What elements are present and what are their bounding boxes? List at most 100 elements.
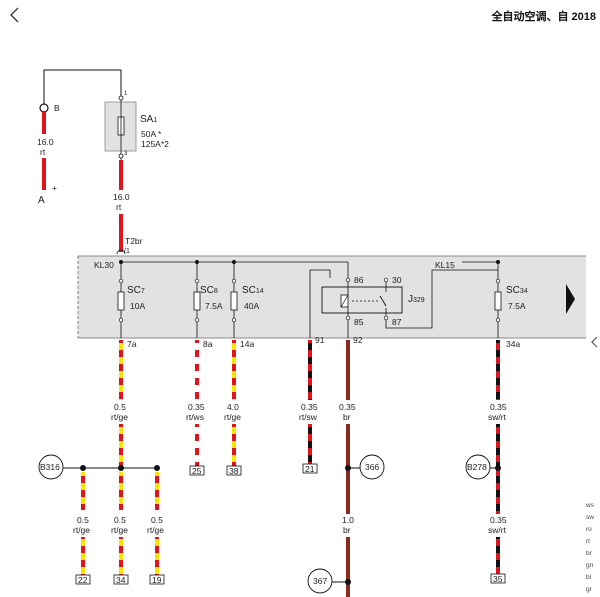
pin-91: 91 (315, 335, 325, 345)
relay-switch-contact (379, 295, 387, 307)
wire-b3-size: 0.5 (151, 515, 163, 525)
terminal-34 (113, 574, 129, 585)
wire-8a (195, 340, 199, 400)
wire-7a-lower (119, 424, 123, 468)
pin-7a: 7a (127, 339, 137, 349)
wire-b4-color: br (343, 525, 351, 535)
fuse-sa1-rating1: 50A * (141, 129, 162, 139)
wire-8a-color: rt/ws (186, 412, 204, 422)
node-366-circle (359, 454, 385, 480)
sc8-pin-bottom (194, 317, 200, 323)
color-legend: ws sw ro rt br gn bl gr (586, 500, 600, 596)
terminal-34-label: 34 (116, 575, 126, 585)
fuse-sa1-pin3: 3 (124, 151, 128, 157)
middle-wires: 0.5 rt/ge 0.35 rt/ws 4.0 rt/ge 0.35 rt/s… (111, 340, 507, 514)
wire-92 (346, 340, 350, 400)
fuse-sa1-pin1: 1 (124, 91, 128, 97)
wire-91-lower (308, 424, 312, 464)
wire-b3 (155, 472, 159, 510)
relay-pin85 (345, 315, 351, 321)
t2br-pin: /1 (124, 248, 130, 255)
node-366-label: 366 (365, 462, 379, 472)
chevron-left-icon (10, 7, 19, 23)
kl30-label: KL30 (94, 260, 114, 270)
relay-loop-91 (309, 269, 331, 338)
node-367-junction (345, 579, 351, 585)
relay-pin87-label: 87 (392, 317, 402, 327)
relay-87-line (385, 269, 498, 329)
relay-pin30-label: 30 (392, 275, 402, 285)
wire-34a-size: 0.35 (490, 402, 507, 412)
splice-junction (154, 465, 160, 471)
wire-b1 (81, 472, 85, 510)
page-title: 全自动空调、自 2018 (491, 11, 596, 23)
splice-b316: B316 0.5 rt/ge 22 0.5 rt/ge 34 0.5 rt/ge… (38, 454, 165, 585)
terminal-21-label: 21 (305, 464, 315, 474)
wire-14a-color: rt/ge (224, 412, 241, 422)
terminal-35 (490, 573, 506, 584)
next-page-arrow-icon[interactable] (566, 284, 575, 314)
relay-pin30 (383, 277, 389, 283)
top-bar: 全自动空调、自 2018 (0, 0, 600, 32)
terminal-25 (189, 465, 205, 476)
node-367-label: 367 (313, 576, 327, 586)
feed-wire-black (43, 69, 122, 104)
sc8-symbol (193, 291, 201, 311)
terminal-38 (226, 465, 242, 476)
sc14-rating: 40A (244, 301, 259, 311)
sc34-name: SC34 (506, 285, 528, 296)
wire-b-color: rt (40, 147, 46, 157)
wire-b5-size: 0.35 (490, 515, 507, 525)
sc14-pin-bottom (231, 317, 237, 323)
node-367-circle (307, 568, 333, 594)
top-feed: B 16.0 rt + A 1 3 SA1 50A * 125A*2 16.0 … (37, 69, 169, 255)
middle-terminals: 25 38 21 (189, 463, 318, 476)
terminal-25-label: 25 (192, 466, 202, 476)
pin-14a: 14a (240, 339, 254, 349)
terminal-22-label: 22 (78, 575, 88, 585)
wire-b5-color: sw/rt (488, 525, 507, 535)
wire-8a-lower (195, 424, 199, 466)
fuse-sa1-rating2: 125A*2 (141, 139, 169, 149)
wire-34a (496, 340, 500, 400)
wire-7a-color: rt/ge (111, 412, 128, 422)
back-button[interactable] (4, 3, 26, 27)
sc7-rating: 10A (130, 301, 145, 311)
sc8-rating: 7.5A (205, 301, 223, 311)
wire-b1-lower (81, 537, 85, 575)
sc7-name: SC7 (127, 285, 145, 296)
node-b316-circle (38, 454, 64, 480)
wire-sa1-size: 16.0 (113, 192, 130, 202)
legend-item: sw (586, 514, 594, 521)
node-b278-junction (495, 465, 501, 471)
splice-b278: B278 0.35 sw/rt 35 (465, 454, 507, 584)
sc8-name: SC8 (200, 285, 218, 296)
sc7-pin-top (118, 278, 124, 284)
legend-item: ro (586, 526, 592, 533)
splice-junction (118, 465, 124, 471)
plus-sign: + (52, 183, 57, 193)
fuse-sa1-pin-bottom (118, 153, 124, 159)
terminal-a: A (38, 195, 45, 206)
legend-item: gn (586, 562, 594, 569)
wire-b4-size: 1.0 (342, 515, 354, 525)
wire-b5-lower (496, 537, 500, 574)
sc34-pin-bottom (495, 317, 501, 323)
sc34-pin-top (495, 278, 501, 284)
fuse-sa1-pin-top (118, 95, 124, 101)
relay-j329-name: J329 (408, 294, 425, 305)
wire-8a-size: 0.35 (188, 402, 205, 412)
wire-b3-color: rt/ge (147, 525, 164, 535)
relay-coil-diag (340, 294, 349, 308)
ground-366-367: 366 1.0 br 367 (307, 454, 385, 597)
wire-b2-size: 0.5 (114, 515, 126, 525)
terminal-38-label: 38 (229, 466, 239, 476)
fuse-sa1-name: SA1 (140, 114, 157, 125)
wire-sa1-color: rt (116, 202, 122, 212)
wire-b1-size: 0.5 (77, 515, 89, 525)
sc34-symbol (494, 291, 502, 311)
t2br-label: T2br (125, 236, 143, 246)
side-panel-toggle[interactable] (588, 334, 600, 350)
t2br-connector-symbol (116, 249, 126, 255)
